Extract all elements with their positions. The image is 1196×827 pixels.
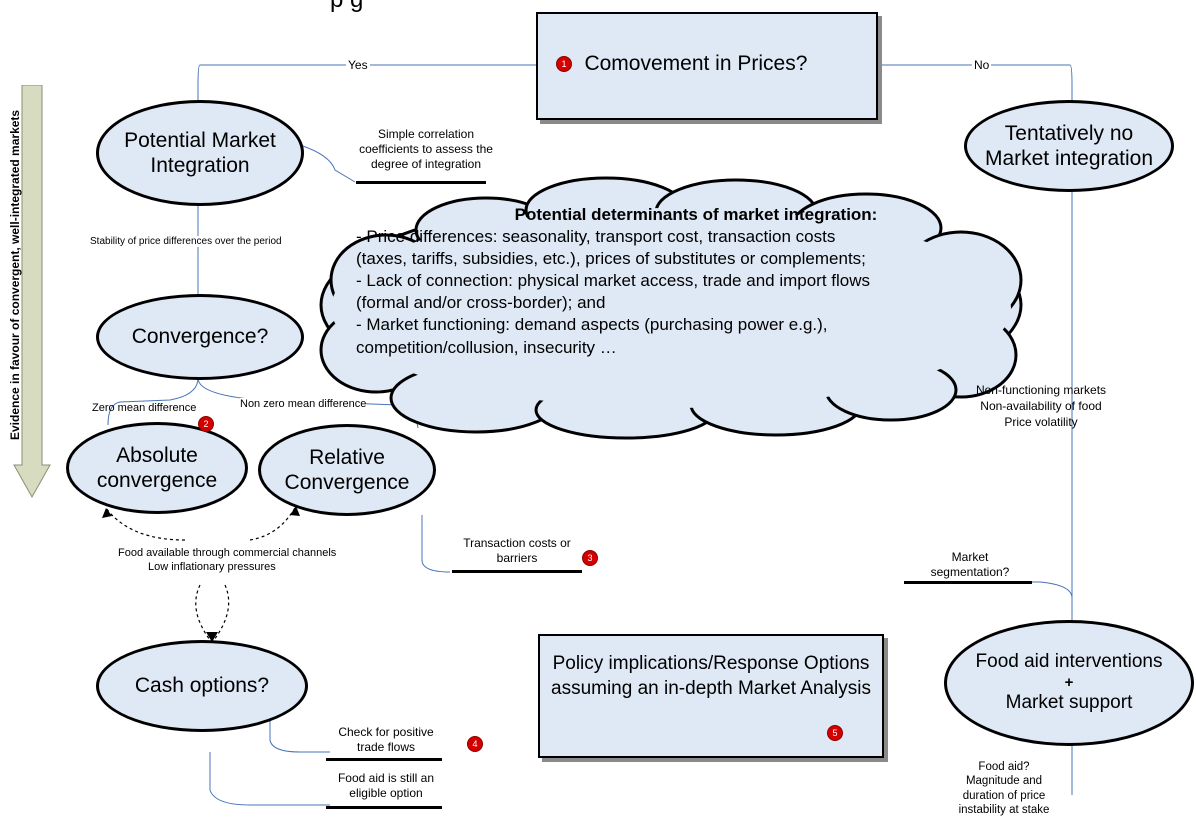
food-aid-question-note: Food aid? Magnitude and duration of pric… [958, 761, 1050, 817]
cloud-line-4: (formal and/or cross-border); and [356, 293, 606, 313]
cloud-line-6: competition/collusion, insecurity … [356, 337, 617, 357]
evidence-arrow-icon [13, 85, 51, 499]
food-aid-eligible-underline [326, 806, 442, 809]
tentatively-no-label: Tentatively no Market integration [984, 121, 1154, 170]
transaction-costs-note: Transaction costs or barriers [463, 536, 571, 565]
cash-options-label: Cash options? [134, 674, 270, 698]
cloud-line-3: - Lack of connection: physical market ac… [356, 271, 871, 291]
non-zero-mean-note: Non zero mean difference [240, 398, 367, 410]
segmentation-underline [904, 581, 1032, 584]
policy-box: Policy implications/Response Options ass… [538, 634, 884, 758]
relative-convergence-label: Relative Convergence [284, 445, 410, 494]
food-available-note: Food available through commercial channe… [118, 547, 337, 559]
food-aid-line1: Food aid interventions [975, 651, 1163, 673]
badge-2-icon: 2 [198, 416, 214, 432]
cloud-line-2: (taxes, tariffs, subsidies, etc.), price… [356, 249, 866, 269]
convergence-label: Convergence? [131, 325, 269, 349]
potential-integration-node: Potential Market Integration [96, 100, 304, 206]
food-aid-line2: Market support [1005, 692, 1133, 713]
badge-3-icon: 3 [582, 550, 598, 566]
correlation-underline [356, 181, 486, 184]
food-aid-plus: + [1064, 674, 1074, 691]
badge-5-icon: 5 [827, 725, 843, 741]
transaction-costs-underline [452, 570, 582, 573]
relative-convergence-node: Relative Convergence [258, 424, 436, 516]
non-functioning-note: Non-functioning markets [975, 383, 1107, 397]
low-inflation-note: Low inflationary pressures [148, 561, 276, 573]
zero-mean-note: Zero mean difference [92, 402, 197, 414]
no-label: No [972, 58, 992, 72]
non-availability-note: Non-availability of food [980, 399, 1102, 413]
stability-note: Stability of price differences over the … [90, 236, 282, 247]
badge-1-icon: 1 [556, 56, 572, 72]
cloud-content: Potential determinants of market integra… [356, 204, 996, 359]
cloud-line-1: - Price differences: seasonality, transp… [356, 227, 836, 247]
positive-flows-note: Check for positive trade flows [338, 725, 434, 754]
yes-label: Yes [346, 58, 370, 72]
tentatively-no-node: Tentatively no Market integration [964, 100, 1174, 192]
cloud-line-5: - Market functioning: demand aspects (pu… [356, 315, 828, 335]
food-aid-node: Food aid interventions + Market support [944, 620, 1194, 746]
cloud-heading: Potential determinants of market integra… [514, 205, 878, 224]
potential-integration-label: Potential Market Integration [124, 128, 276, 177]
convergence-node: Convergence? [96, 294, 304, 380]
segmentation-note: Market segmentation? [930, 550, 1010, 579]
policy-text: Policy implications/Response Options ass… [551, 653, 871, 699]
badge-4-icon: 4 [467, 736, 483, 752]
title-fragment: p g [330, 0, 363, 14]
cash-options-node: Cash options? [96, 640, 308, 732]
absolute-convergence-label: Absolute convergence [96, 443, 218, 492]
absolute-convergence-node: Absolute convergence [66, 422, 248, 514]
correlation-note: Simple correlation coefficients to asses… [359, 127, 493, 171]
comovement-question: Comovement in Prices? [584, 52, 808, 75]
positive-flows-underline [326, 758, 442, 761]
determinants-cloud [319, 176, 1023, 440]
comovement-box: 1 Comovement in Prices? [536, 12, 878, 120]
price-volatility-note: Price volatility [1004, 415, 1078, 429]
food-aid-eligible-note: Food aid is still an eligible option [337, 771, 435, 800]
evidence-arrow-label: Evidence in favour of convergent, well-i… [8, 109, 22, 440]
